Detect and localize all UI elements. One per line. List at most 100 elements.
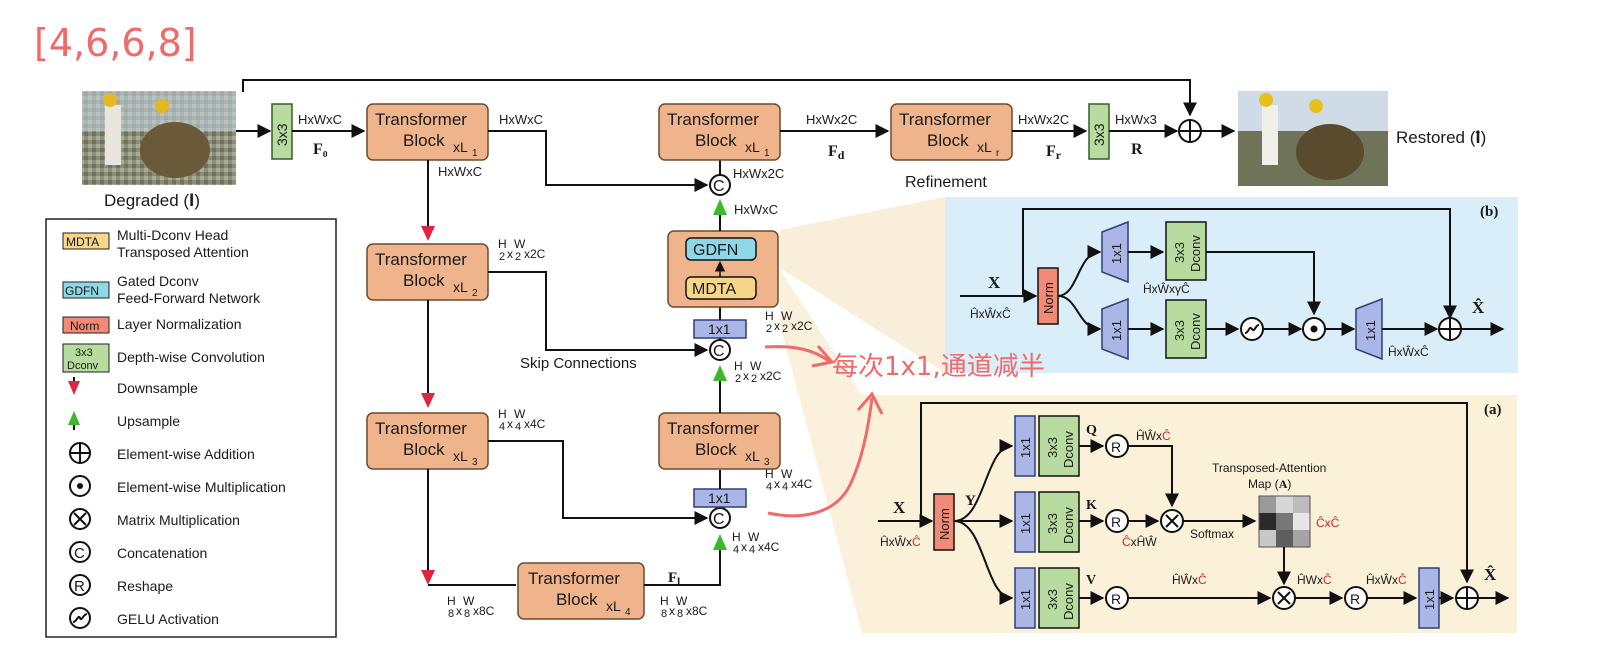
svg-text:ĤWxĈ: ĤWxĈ: [1297, 572, 1332, 587]
svg-text:X: X: [988, 273, 1001, 292]
svg-text:W: W: [514, 407, 526, 421]
svg-text:4: 4: [782, 481, 788, 493]
dim-hw3: HxWx3: [1115, 112, 1157, 127]
svg-text:K: K: [1086, 498, 1097, 513]
svg-text:Softmax: Softmax: [1190, 527, 1234, 541]
svg-text:X: X: [893, 498, 906, 517]
svg-text:Feed-Forward Network: Feed-Forward Network: [117, 290, 261, 306]
svg-text:Block: Block: [403, 131, 445, 150]
svg-text:H: H: [734, 359, 743, 373]
svg-text:H: H: [660, 594, 669, 608]
svg-text:R: R: [1350, 591, 1360, 607]
svg-text:2: 2: [766, 323, 772, 335]
svg-text:1x1: 1x1: [1018, 513, 1033, 534]
upsample-arrow-1: [713, 199, 727, 215]
list-annotation: [4,6,6,8]: [34, 21, 197, 65]
svg-text:ĤŴxĈ: ĤŴxĈ: [1172, 572, 1207, 587]
svg-text:W: W: [781, 467, 793, 481]
svg-text:8: 8: [661, 608, 667, 620]
svg-text:R: R: [74, 578, 85, 595]
legend-item-matrix-multiplication: Matrix Multiplication: [69, 508, 240, 530]
fr-label: Fr: [1046, 143, 1062, 162]
svg-text:xL: xL: [453, 139, 468, 155]
svg-text:x: x: [456, 604, 462, 618]
svg-text:3: 3: [764, 457, 770, 468]
legend-item-downsample: Downsample: [68, 377, 198, 396]
encoder-block-1: Transformer Block xL 1: [366, 103, 489, 161]
svg-text:8: 8: [677, 608, 683, 620]
svg-text:1x1: 1x1: [1018, 589, 1033, 610]
svg-text:r: r: [996, 148, 1000, 159]
svg-text:GELU Activation: GELU Activation: [117, 611, 219, 627]
svg-text:Transformer: Transformer: [528, 569, 620, 588]
svg-text:4: 4: [499, 421, 505, 433]
legend-item-multiplication: Element-wise Multiplication: [69, 475, 286, 497]
svg-text:Q: Q: [1086, 423, 1097, 438]
svg-text:x4C: x4C: [524, 417, 546, 431]
svg-text:GDFN: GDFN: [65, 284, 99, 298]
legend-item-gdfn: GDFN Gated Dconv Feed-Forward Network: [62, 273, 261, 306]
svg-text:1x1: 1x1: [1422, 589, 1437, 610]
downsample-arrow-3: [421, 570, 435, 585]
svg-text:x: x: [507, 417, 513, 431]
input-conv-label: 3x3: [274, 123, 290, 146]
svg-text:Dconv: Dconv: [1061, 583, 1076, 620]
dim-latent-out: H 8 x W 8 x8C: [660, 594, 708, 620]
svg-text:R: R: [1111, 591, 1121, 607]
dim-refine-out: HxWx2C: [1018, 112, 1069, 127]
svg-text:Dconv: Dconv: [1188, 235, 1203, 272]
svg-text:2: 2: [499, 251, 505, 263]
svg-text:C: C: [713, 511, 725, 528]
decoder-block-1: Transformer Block xL 1: [658, 103, 781, 161]
svg-text:H: H: [765, 467, 774, 481]
svg-text:ĤxŴxγĈ: ĤxŴxγĈ: [1143, 281, 1190, 296]
svg-text:xL: xL: [745, 448, 760, 464]
svg-text:Downsample: Downsample: [117, 380, 198, 396]
legend-item-upsample: Upsample: [68, 411, 180, 430]
svg-text:H: H: [447, 594, 456, 608]
svg-text:W: W: [748, 530, 760, 544]
svg-text:ĤxŴxĈ: ĤxŴxĈ: [880, 534, 921, 549]
svg-text:Map (A): Map (A): [1248, 477, 1291, 491]
restored-caption: Restored (𝐈̂): [1396, 128, 1486, 147]
svg-text:Transformer: Transformer: [667, 110, 759, 129]
dim-up1: HxWxC: [734, 202, 778, 217]
svg-text:C: C: [74, 545, 85, 562]
svg-text:X̂: X̂: [1484, 565, 1497, 584]
degraded-caption: Degraded (𝐈): [104, 191, 200, 210]
svg-text:C: C: [713, 178, 725, 195]
svg-text:Concatenation: Concatenation: [117, 545, 207, 561]
decoder-block-3: Transformer Block xL 3: [658, 412, 781, 470]
svg-text:Depth-wise Convolution: Depth-wise Convolution: [117, 349, 265, 365]
degraded-image: [82, 91, 236, 185]
svg-text:Y: Y: [965, 493, 976, 509]
svg-text:x: x: [774, 477, 780, 491]
svg-text:Block: Block: [695, 131, 737, 150]
svg-text:ĤxŴxĈ: ĤxŴxĈ: [970, 306, 1011, 321]
encoder-block-2: Transformer Block xL 2: [366, 243, 489, 301]
svg-text:4: 4: [766, 481, 772, 493]
svg-text:ĤxŴxĈ: ĤxŴxĈ: [1366, 572, 1407, 587]
legend-item-mdta: MDTA Multi-Dconv Head Transposed Attenti…: [62, 227, 249, 260]
global-add: [1178, 119, 1202, 143]
dim-hwc-1: HxWxC: [298, 112, 342, 127]
dim-enc1-out: HxWxC: [499, 112, 543, 127]
svg-text:Norm: Norm: [937, 508, 952, 540]
svg-text:1x1: 1x1: [708, 321, 731, 337]
svg-text:2: 2: [751, 373, 757, 385]
svg-text:H: H: [498, 407, 507, 421]
svg-text:Transformer: Transformer: [667, 419, 759, 438]
svg-text:MDTA: MDTA: [66, 235, 99, 249]
conv1x1-3: 1x1: [693, 488, 747, 508]
refinement-block: Transformer Block xL r: [890, 103, 1013, 161]
svg-text:R: R: [1111, 514, 1121, 530]
encoder-block-3: Transformer Block xL 3: [366, 412, 489, 470]
decoder-block-2-expanded: GDFN MDTA: [667, 230, 779, 308]
dim-up2: H 2 x W 2 x2C: [734, 359, 782, 385]
svg-text:x2C: x2C: [524, 247, 546, 261]
svg-text:1x1: 1x1: [1109, 320, 1124, 341]
panel-a-zoom-fan: [780, 270, 862, 633]
f0-label: F₀: [313, 141, 328, 158]
svg-text:x: x: [741, 540, 747, 554]
svg-text:Block: Block: [403, 271, 445, 290]
